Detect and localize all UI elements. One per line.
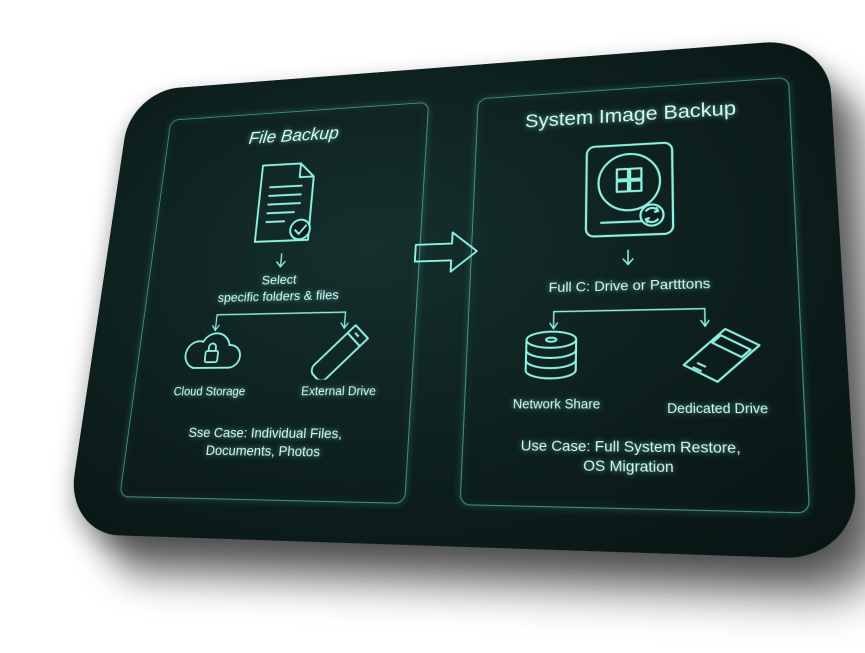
panel-title: System Image Backup bbox=[524, 98, 737, 133]
selection-step: Full C: Drive or Partttons bbox=[548, 274, 711, 296]
system-image-backup-panel: System Image Backup Full C bbox=[459, 76, 811, 514]
ssd-drive-icon bbox=[677, 322, 768, 386]
leaf-network-share: Network Share bbox=[512, 396, 601, 412]
panel-title: File Backup bbox=[247, 123, 340, 149]
leaf-external-drive: External Drive bbox=[300, 384, 377, 399]
step-arrow-icon bbox=[274, 252, 288, 269]
selection-step: Select specific folders & files bbox=[146, 267, 418, 307]
step-arrow-icon bbox=[621, 249, 636, 267]
diagram-card: File Backup Select s bbox=[65, 37, 860, 561]
document-check-icon bbox=[247, 159, 326, 250]
leaf-dedicated-drive: Dedicated Drive bbox=[667, 401, 769, 417]
use-case-line-2: Documents, Photos bbox=[205, 442, 321, 460]
hard-drive-windows-icon bbox=[580, 138, 680, 240]
usb-drive-icon bbox=[304, 321, 374, 380]
use-case: Sse Case: Individual Files, Documents, P… bbox=[126, 423, 409, 462]
file-backup-panel: File Backup Select s bbox=[119, 101, 430, 504]
use-case: Use Case: Full System Restore, OS Migrat… bbox=[462, 435, 807, 479]
cloud-lock-icon bbox=[178, 328, 245, 376]
disk-stack-icon bbox=[519, 327, 583, 385]
use-case-line-2: OS Migration bbox=[583, 456, 674, 476]
leaf-cloud-storage: Cloud Storage bbox=[172, 384, 246, 399]
